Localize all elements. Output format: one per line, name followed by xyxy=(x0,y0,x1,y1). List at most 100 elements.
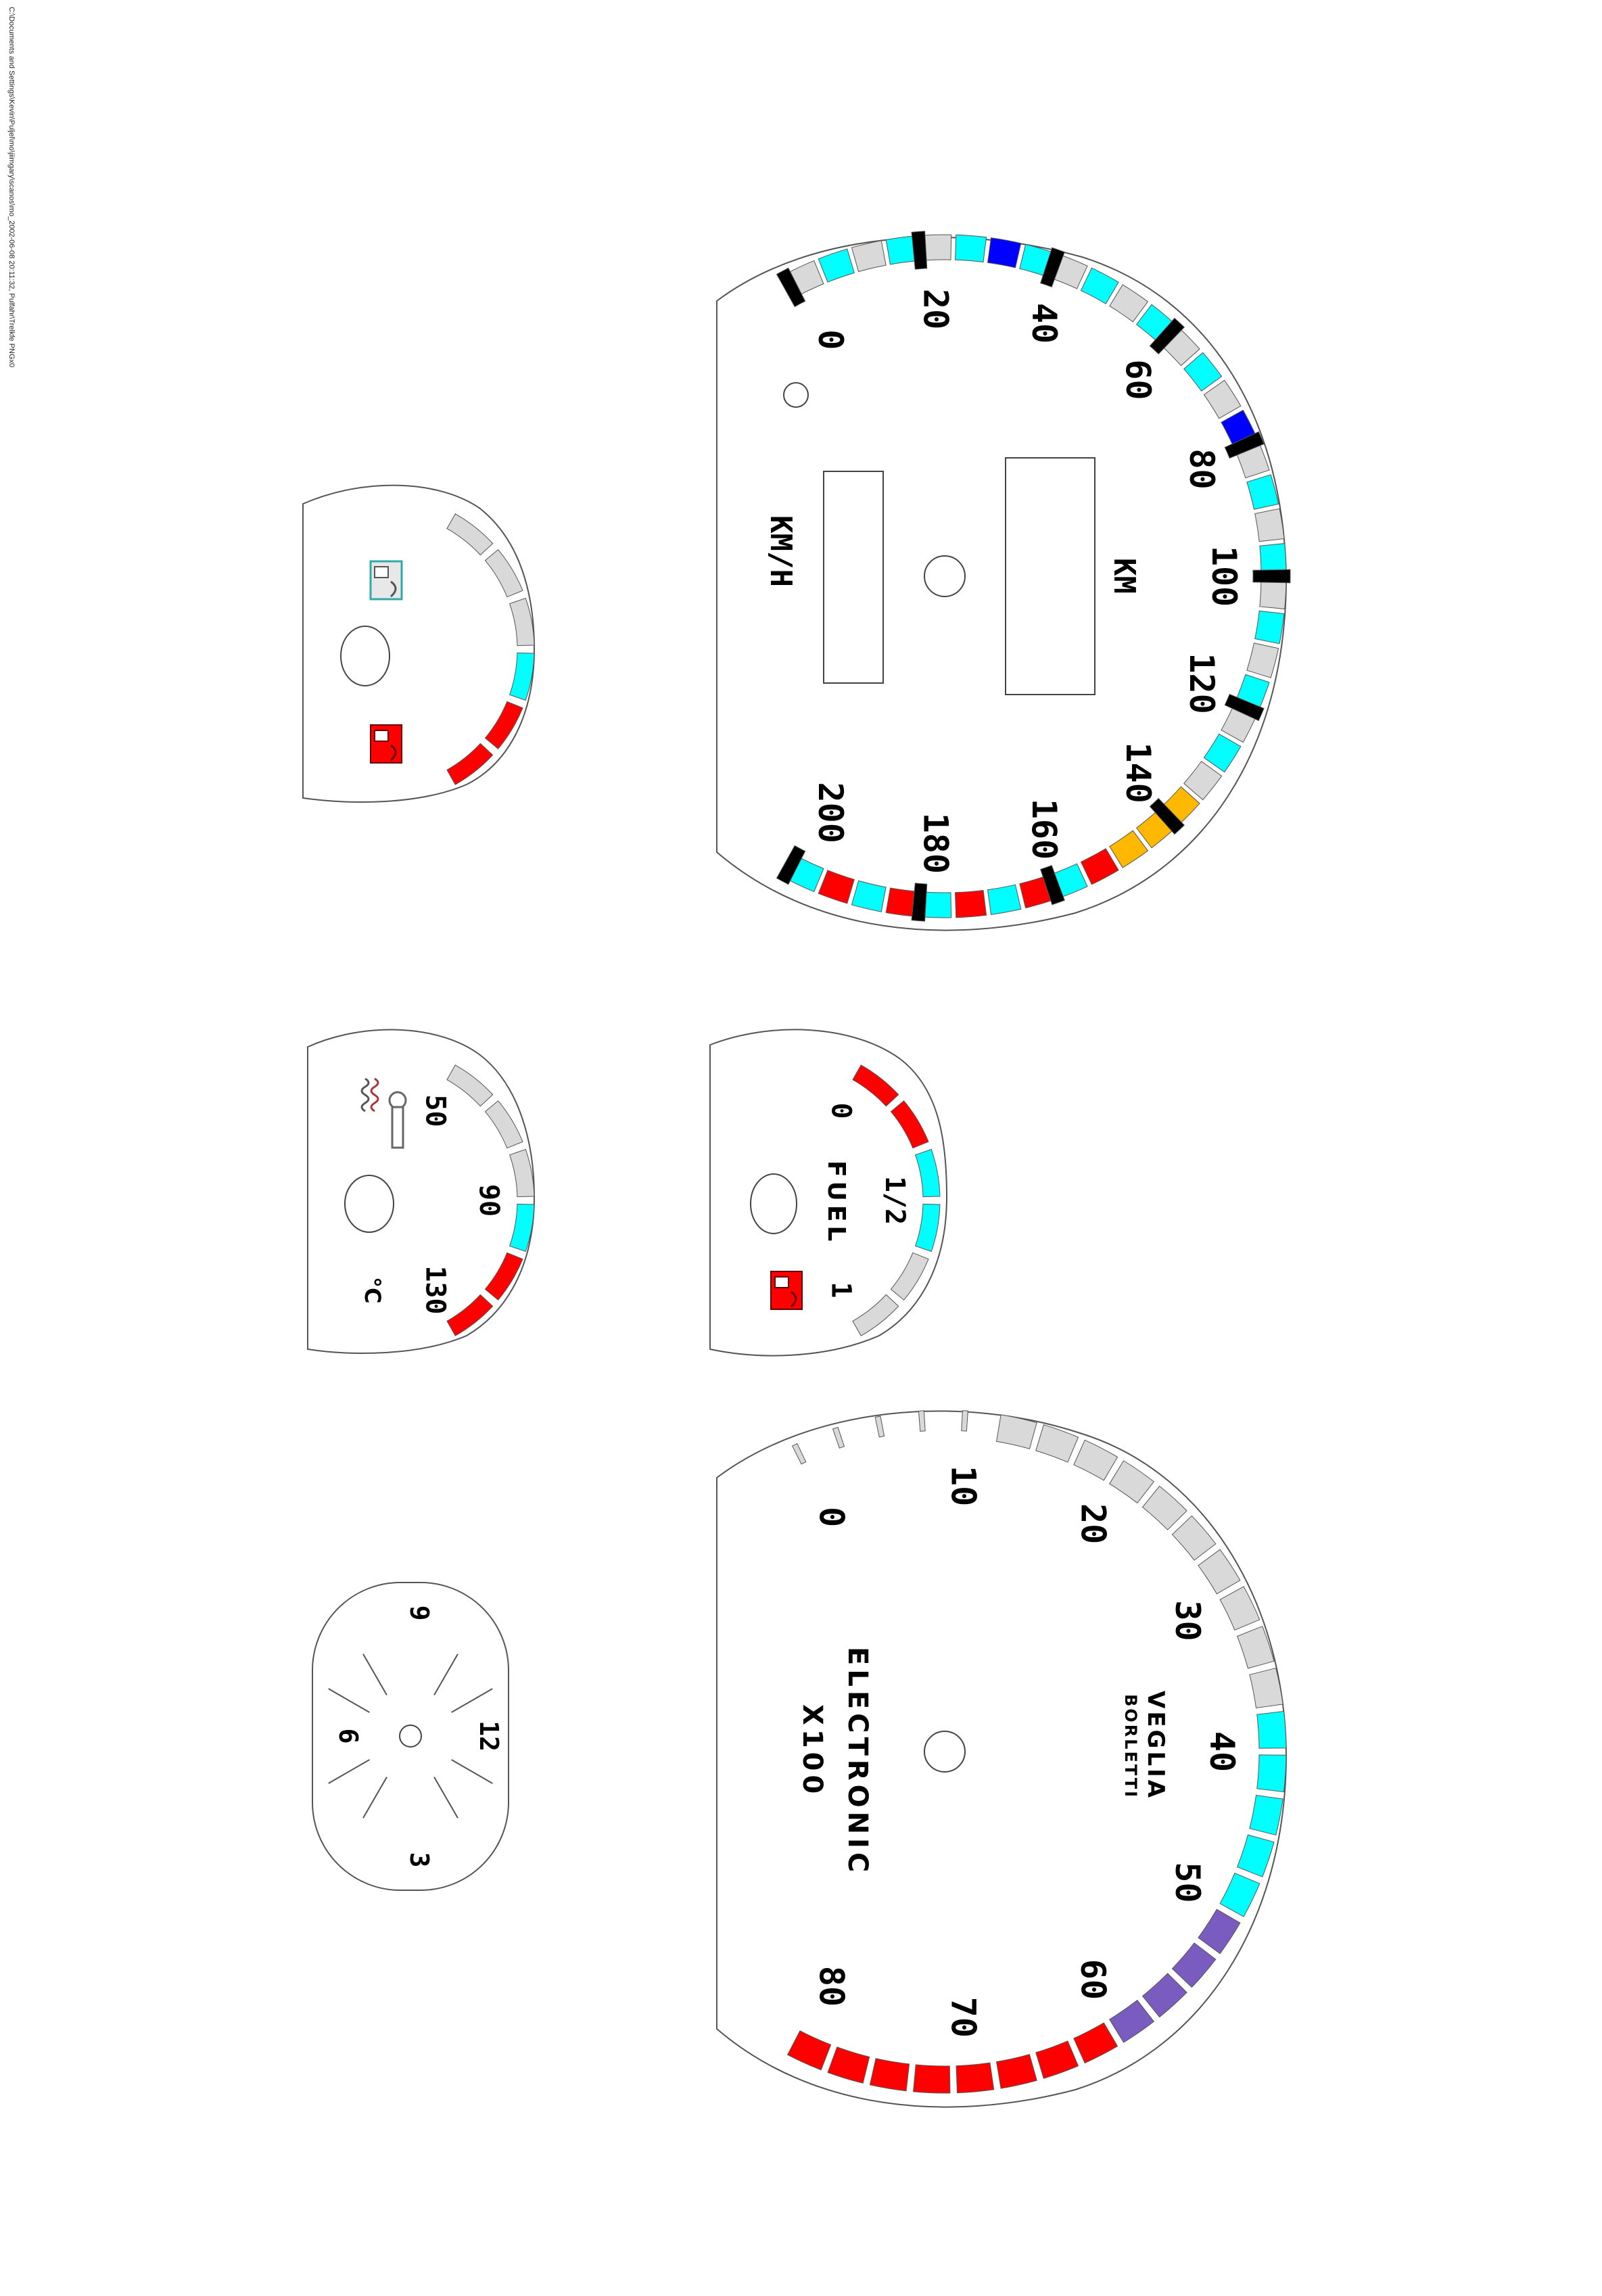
tachometer-scale-segment xyxy=(1035,2040,1079,2079)
tachometer-tick-label: 30 xyxy=(1168,1600,1207,1641)
speedometer-tick-label: 0 xyxy=(811,329,850,350)
tachometer-scale-segment xyxy=(827,2046,870,2084)
tachometer-minor-tick xyxy=(961,1410,968,1432)
gauge-tick-label: 1 xyxy=(825,1282,856,1298)
gauge-scale-segment xyxy=(484,548,523,598)
fuel-tick-labels: 01/21 xyxy=(825,1103,910,1298)
fuel-gauge-large: FUEL 01/21 xyxy=(709,1029,948,1357)
tachometer-scale-segment xyxy=(1073,2022,1118,2064)
speedometer-scale-segment xyxy=(851,240,887,273)
gauge-scale-segment xyxy=(509,597,535,647)
odometer-lcd-window xyxy=(1005,457,1096,695)
speedometer-tick-label: 200 xyxy=(811,782,850,843)
speedometer-scale-segment xyxy=(1203,733,1242,773)
gauge-scale-segment xyxy=(446,1294,494,1336)
clock-hour-label: 6 xyxy=(333,1729,363,1744)
fuel-gauge-small-face xyxy=(302,484,536,803)
gauge-scale-segment xyxy=(915,1203,941,1252)
tachometer-scale-segment xyxy=(995,1414,1037,1449)
speedometer-major-tick xyxy=(1149,797,1185,835)
gauge-scale-segment xyxy=(509,652,535,701)
tachometer-multiplier: X100 xyxy=(797,1704,828,1798)
speedometer-major-tick xyxy=(1224,431,1265,459)
coolant-thermometer-icon xyxy=(360,1077,407,1149)
temperature-tick-labels: 50 90 130 xyxy=(419,1094,504,1314)
gauge-tick-label: 130 xyxy=(419,1265,450,1314)
tachometer-tick-label: 70 xyxy=(943,1997,983,2038)
speedometer-major-tick xyxy=(911,231,928,270)
fuel-gauge-large-ticks xyxy=(852,1064,941,1336)
speedometer-scale-segment xyxy=(1246,642,1279,678)
speedometer-major-tick xyxy=(1040,865,1065,906)
tachometer-scale-segment xyxy=(1073,1439,1118,1481)
tachometer-scale-segment xyxy=(1035,1424,1079,1463)
speedometer-tick-label: 20 xyxy=(916,289,956,329)
speedometer-major-tick xyxy=(1224,693,1265,722)
tachometer-tick-label: 80 xyxy=(811,1966,851,2007)
gauge-scale-segment xyxy=(484,1252,523,1301)
speedometer-scale-segment xyxy=(955,234,987,263)
fuel-gauge-large-hub xyxy=(750,1173,797,1234)
tachometer-scale-segment xyxy=(1219,1872,1261,1917)
fuel-gauge-small-ticks xyxy=(446,513,535,785)
clock-hour-tick xyxy=(433,1654,458,1695)
speedometer-major-tick xyxy=(911,883,928,922)
speed-unit-label: KM/H xyxy=(763,515,798,587)
speedometer-major-tick xyxy=(1149,317,1185,355)
clock-hour-tick xyxy=(362,1777,387,1819)
fuel-gauge-large-face xyxy=(709,1029,948,1357)
tachometer-scale-segment xyxy=(1171,1942,1217,1988)
gauge-tick-label: 0 xyxy=(825,1103,856,1119)
gauge-scale-segment xyxy=(890,1252,929,1301)
tachometer-tick-group xyxy=(786,1410,1287,2094)
speedometer-scale-segment xyxy=(1254,610,1285,645)
tachometer-scale-segment xyxy=(1236,1834,1275,1877)
speedometer-scale-segment xyxy=(818,870,855,904)
clock-ticks xyxy=(328,1654,493,1819)
speedometer-tick-label: 40 xyxy=(1024,303,1064,344)
speedometer-tick-label: 180 xyxy=(916,813,956,874)
speedometer-tick-group xyxy=(776,231,1291,922)
speedometer-scale-segment xyxy=(1080,848,1119,885)
clock-hour-label: 12 xyxy=(474,1720,504,1752)
tachometer-tick-label: 20 xyxy=(1073,1503,1112,1544)
speedometer-scale-segment xyxy=(1109,830,1149,868)
temperature-unit-label: °C xyxy=(360,1277,385,1303)
file-path-caption: C:\Documents and Settings\Kevin\Puljel\m… xyxy=(7,7,16,367)
speedometer-center-hub xyxy=(924,555,966,597)
speedometer-scale-segment xyxy=(1203,379,1242,419)
speedometer-face xyxy=(716,236,1288,931)
speedometer-scale-segment xyxy=(1183,761,1223,801)
tachometer-scale-segment xyxy=(1256,1710,1287,1749)
temperature-gauge: °C 50 90 130 xyxy=(307,1029,536,1354)
tachometer-tick-label: 10 xyxy=(943,1466,983,1506)
clock-hour-tick xyxy=(451,1759,493,1784)
gauge-scale-segment xyxy=(852,1294,899,1336)
tachometer-dial: VEGLIA BORLETTI ELECTRONIC X100 01020304… xyxy=(716,1410,1288,2108)
tachometer-scale-segment xyxy=(1236,1626,1275,1669)
clock-hour-tick xyxy=(362,1654,387,1695)
speedometer-scale-segment xyxy=(818,248,855,283)
gauge-scale-segment xyxy=(446,513,494,556)
clock-hour-tick xyxy=(328,1688,370,1713)
temperature-gauge-hub xyxy=(344,1175,394,1233)
brand-label: VEGLIA xyxy=(1142,1691,1169,1800)
fuel-label: FUEL xyxy=(822,1161,850,1245)
speedometer-tick-label: 100 xyxy=(1204,546,1244,607)
tachometer-tick-label: 0 xyxy=(811,1507,851,1527)
clock-hour-tick xyxy=(451,1688,493,1713)
speedometer-reset-button[interactable] xyxy=(783,382,809,408)
speedometer-scale-segment xyxy=(1109,284,1149,323)
gauge-tick-label: 50 xyxy=(419,1094,450,1127)
speedometer-tick-label: 140 xyxy=(1118,742,1158,803)
tachometer-scale-segment xyxy=(956,2062,995,2094)
clock-center xyxy=(399,1725,422,1748)
speedometer-major-tick xyxy=(776,267,806,308)
speedometer-major-tick xyxy=(776,845,806,885)
gauge-tick-label: 90 xyxy=(473,1184,504,1217)
